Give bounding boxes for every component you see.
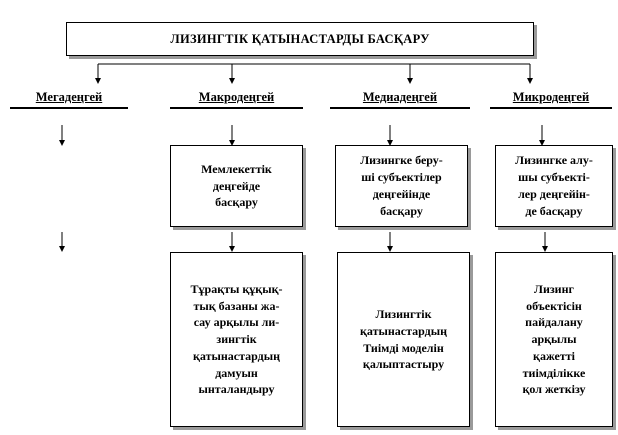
diagram-title: ЛИЗИНГТІК ҚАТЫНАСТАРДЫ БАСҚАРУ (66, 22, 534, 56)
level-mega: Мегадеңгей (35, 90, 103, 104)
level-media: Медиадеңгей (362, 90, 438, 104)
media-efficient-model-box: Лизингтік қатынастардың Тиімді моделін қ… (337, 252, 470, 427)
title-text: ЛИЗИНГТІК ҚАТЫНАСТАРДЫ БАСҚАРУ (170, 31, 430, 46)
media-lessor-management-box: Лизингке беру- ші субъектілер деңгейінде… (335, 145, 468, 227)
macro-state-management-box: Мемлекеттік деңгейде басқару (170, 145, 303, 227)
level-macro: Макродеңгей (198, 90, 275, 104)
micro-lessee-management-box: Лизингке алу- шы субъекті- лер деңгейін-… (495, 145, 613, 227)
micro-efficiency-box: Лизинг объектісін пайдалану арқылы қажет… (495, 252, 613, 427)
level-micro: Микродеңгей (512, 90, 590, 104)
macro-legal-base-box: Тұрақты құқық- тық базаны жа- сау арқылы… (170, 252, 303, 427)
